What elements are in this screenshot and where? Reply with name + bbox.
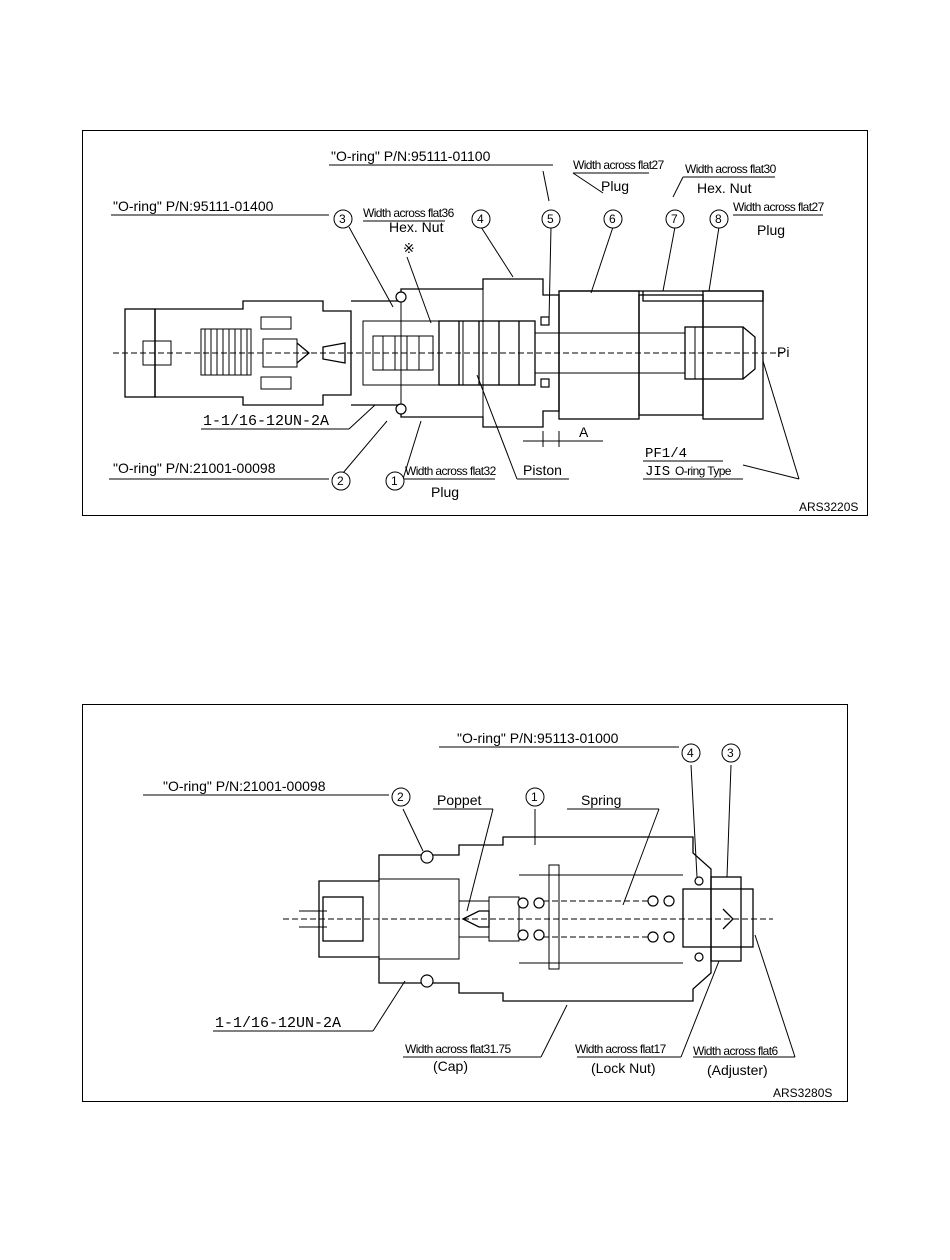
- width-across-flat-27-8: Width across flat27: [733, 200, 825, 214]
- callout-8: 8: [709, 209, 729, 229]
- width-across-flat-36: Width across flat36: [363, 206, 455, 220]
- oring-label-21001-00098-2: "O-ring" P/N:21001-00098: [163, 778, 326, 794]
- adjuster-housing: [124, 300, 352, 406]
- plug-label-1: Plug: [431, 484, 459, 500]
- width-across-flat-32: Width across flat32: [405, 464, 497, 478]
- callout-3-b: 3: [721, 743, 741, 763]
- callout-1-b: 1: [525, 787, 545, 807]
- diagram-panel-relief-valve-piston: "O-ring" P/N:95111-01100 "O-ring" P/N:95…: [82, 130, 868, 516]
- dimension-a-label: A: [579, 424, 589, 440]
- svg-text:3: 3: [727, 746, 734, 760]
- svg-text:4: 4: [477, 212, 484, 226]
- svg-text:2: 2: [397, 790, 404, 804]
- figure-code-ars3220s: ARS3220S: [799, 500, 858, 514]
- width-across-flat-31-75: Width across flat31.75: [405, 1042, 511, 1056]
- callout-5: 5: [541, 209, 561, 229]
- oring-2-bottom: [395, 403, 407, 415]
- spring: [517, 895, 675, 943]
- oring-5-bottom: [540, 378, 550, 388]
- diagram-panel-relief-valve-poppet: "O-ring" P/N:95113-01000 "O-ring" P/N:21…: [82, 704, 848, 1102]
- width-across-flat-27-6: Width across flat27: [573, 158, 665, 172]
- oring-3-top: [395, 291, 407, 303]
- callout-1: 1: [385, 471, 405, 491]
- relief-valve-poppet-drawing: "O-ring" P/N:95113-01000 "O-ring" P/N:21…: [143, 730, 832, 1100]
- oring-type-label: O-ring Type: [675, 464, 732, 478]
- right-plug-assembly: [534, 290, 764, 420]
- callout-4: 4: [471, 209, 491, 229]
- jis-label: JIS: [645, 464, 670, 480]
- svg-text:4: 4: [687, 746, 694, 760]
- star-mark: ※: [403, 240, 415, 256]
- width-across-flat-30: Width across flat30: [685, 162, 777, 176]
- svg-text:3: 3: [339, 212, 346, 226]
- callout-3: 3: [333, 209, 353, 229]
- oring-label-95111-01100: "O-ring" P/N:95111-01100: [331, 148, 491, 164]
- svg-text:7: 7: [671, 212, 678, 226]
- svg-text:8: 8: [715, 212, 722, 226]
- oring-5-top: [540, 316, 550, 326]
- svg-text:6: 6: [609, 212, 616, 226]
- oring-2-bottom: [420, 974, 434, 988]
- svg-text:5: 5: [547, 212, 554, 226]
- hex-nut-label-4: Hex. Nut: [389, 219, 444, 235]
- callout-2-b: 2: [391, 787, 411, 807]
- piston-label: Piston: [523, 462, 562, 478]
- cap-body: [299, 836, 712, 1002]
- oring-2-top: [420, 850, 434, 864]
- pf-thread-label: PF1/4: [645, 446, 687, 462]
- poppet-label: Poppet: [437, 792, 481, 808]
- plug-label-8: Plug: [757, 222, 785, 238]
- oring-label-21001-00098: "O-ring" P/N:21001-00098: [113, 460, 276, 476]
- thread-label: 1-1/16-12UN-2A: [203, 413, 329, 430]
- spring-label: Spring: [581, 792, 621, 808]
- adjuster-label: (Adjuster): [707, 1062, 768, 1078]
- hex-nut-label-7: Hex. Nut: [697, 180, 752, 196]
- leader-lines-2: [143, 746, 796, 1058]
- callout-6: 6: [603, 209, 623, 229]
- width-across-flat-6: Width across flat6: [693, 1044, 778, 1058]
- svg-text:1: 1: [391, 474, 398, 488]
- pi-port-label: Pi: [777, 344, 789, 360]
- leader-lines: [109, 164, 823, 480]
- oring-4-bottom: [694, 952, 704, 962]
- adjuster-and-lock-nut: [682, 876, 754, 962]
- callout-7: 7: [665, 209, 685, 229]
- width-across-flat-17: Width across flat17: [575, 1042, 667, 1056]
- oring-label-95111-01400: "O-ring" P/N:95111-01400: [113, 198, 274, 214]
- svg-text:2: 2: [337, 474, 344, 488]
- figure-code-ars3280s: ARS3280S: [773, 1086, 832, 1100]
- callout-2: 2: [331, 471, 351, 491]
- oring-label-95113-01000: "O-ring" P/N:95113-01000: [457, 730, 619, 746]
- callout-4-b: 4: [681, 743, 701, 763]
- oring-4-top: [694, 876, 704, 886]
- svg-text:1: 1: [531, 790, 538, 804]
- relief-valve-piston-drawing: "O-ring" P/N:95111-01100 "O-ring" P/N:95…: [109, 148, 858, 514]
- lock-nut-label: (Lock Nut): [591, 1060, 656, 1076]
- plug-label-6: Plug: [601, 178, 629, 194]
- cap-label: (Cap): [433, 1058, 468, 1074]
- thread-label-2: 1-1/16-12UN-2A: [215, 1015, 341, 1032]
